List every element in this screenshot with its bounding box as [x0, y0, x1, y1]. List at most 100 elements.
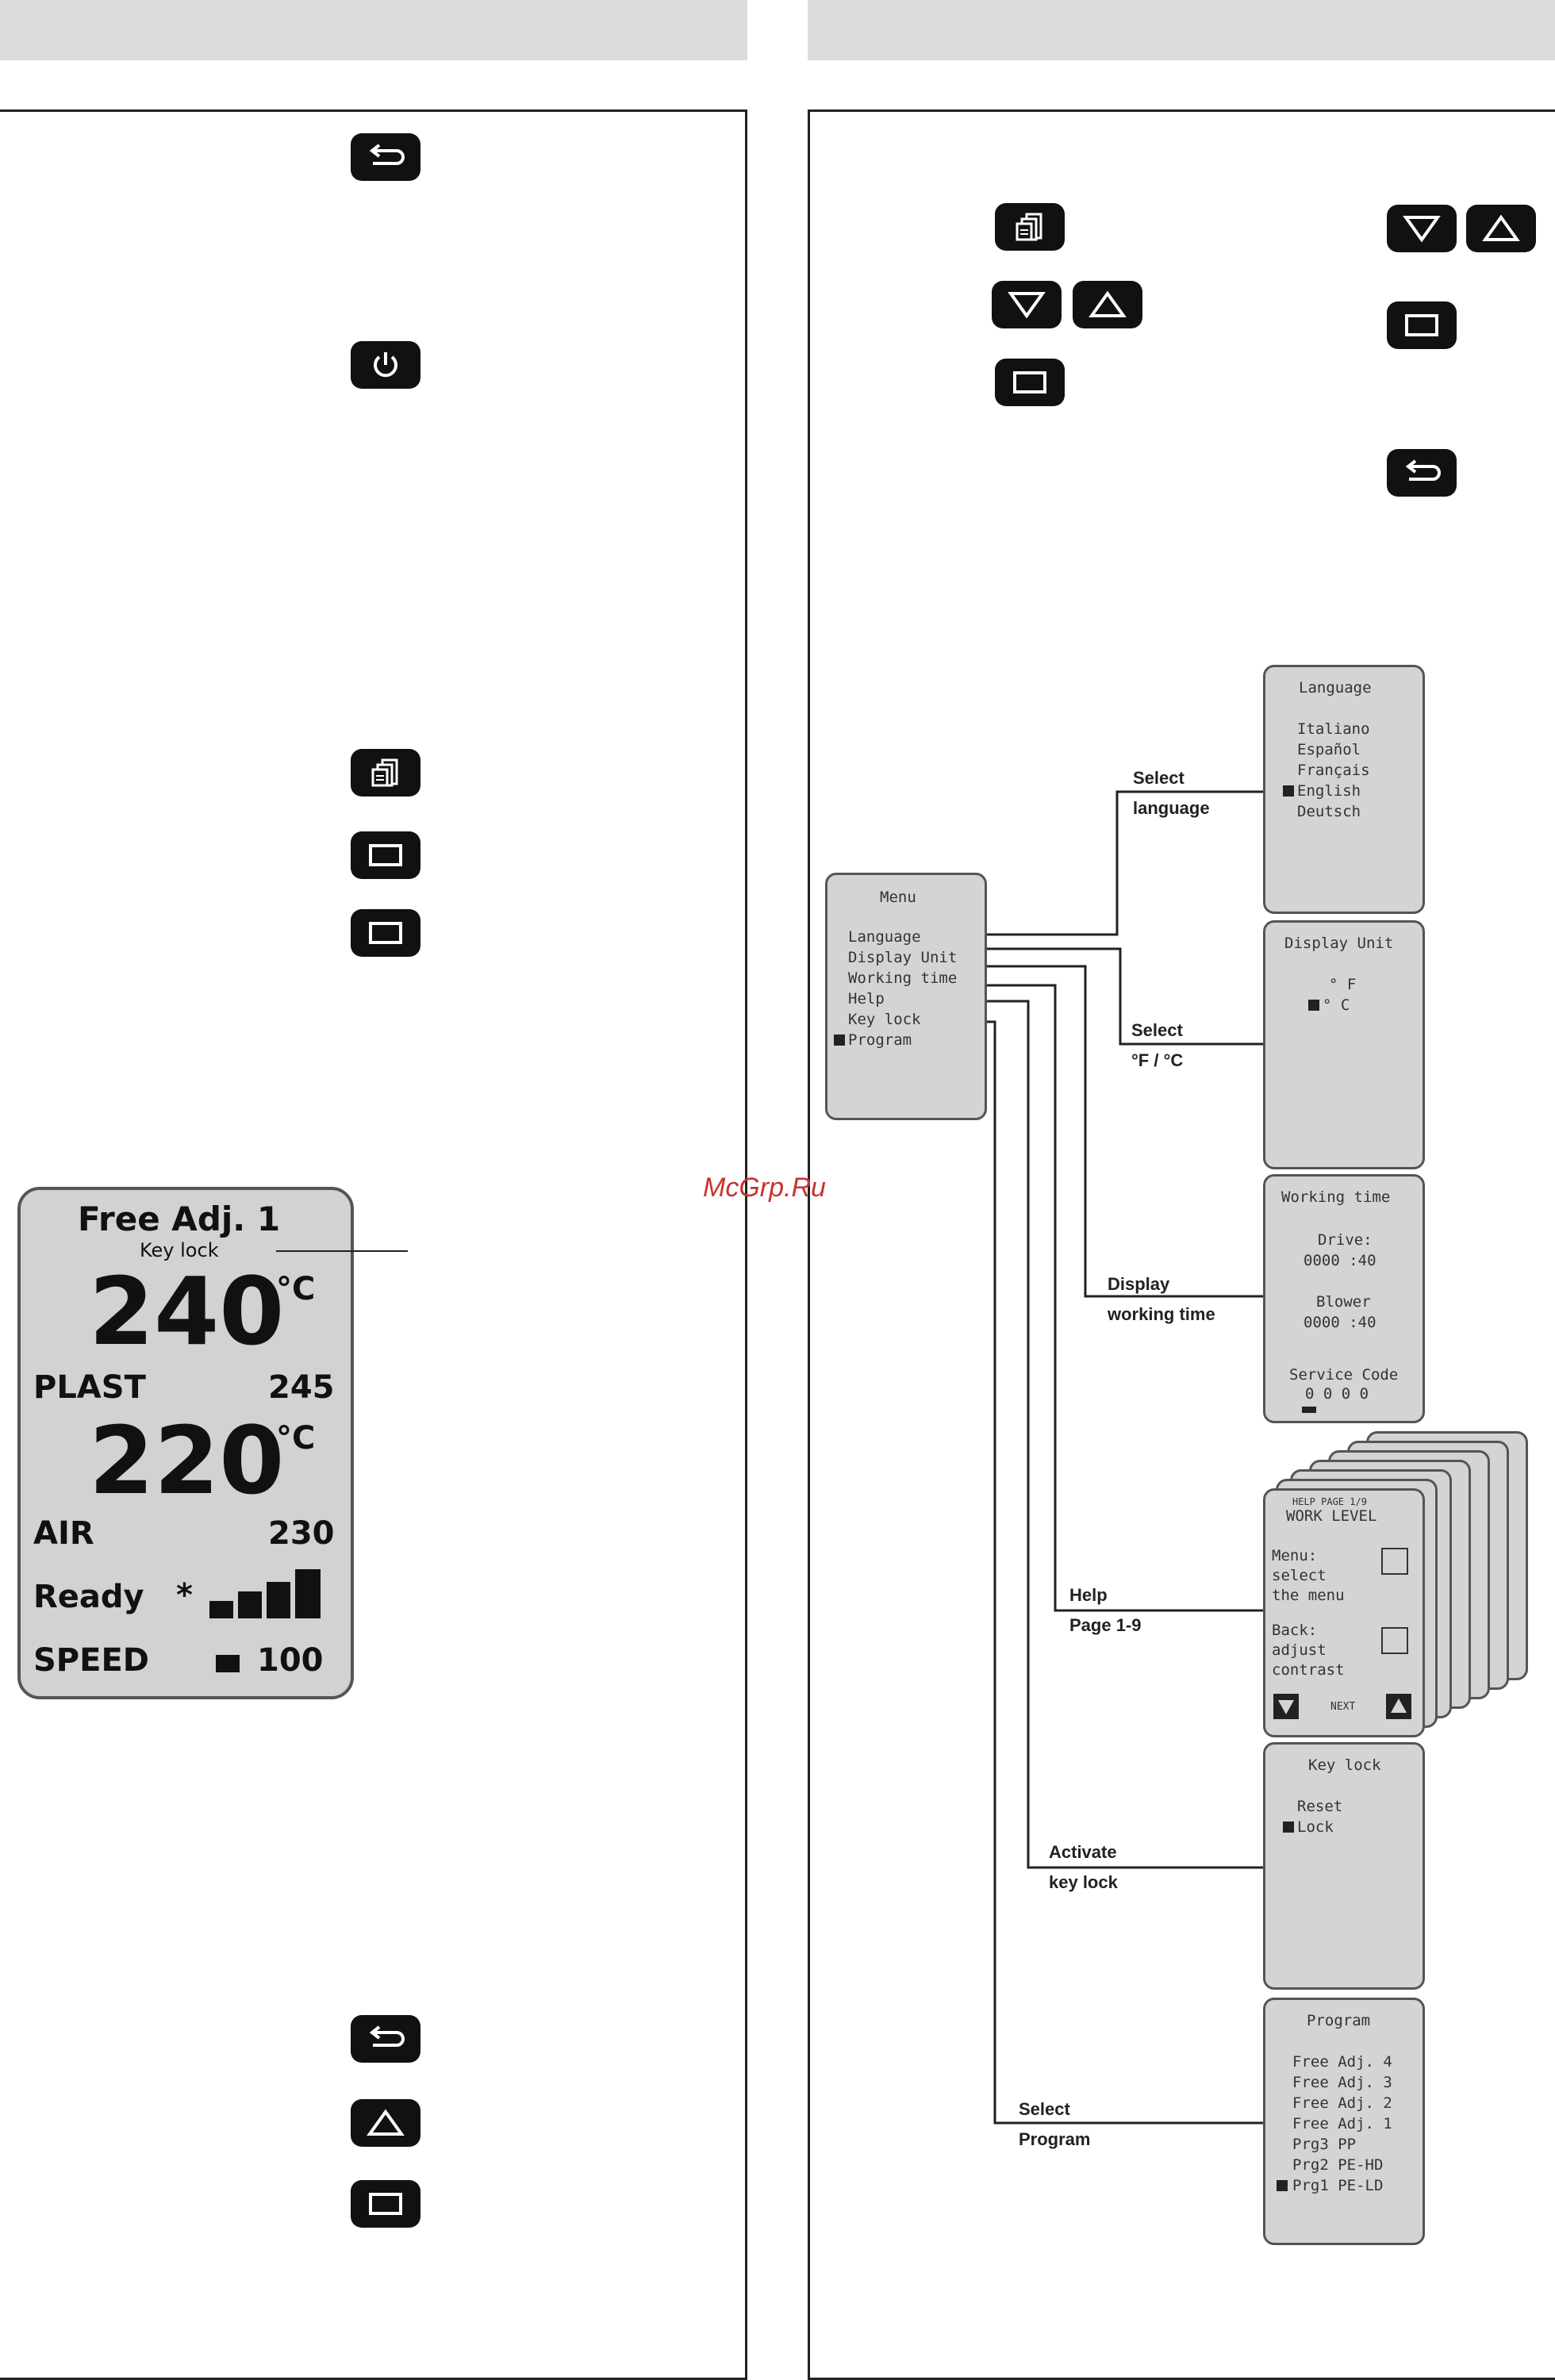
drive-value: 0000 :40 — [1304, 1252, 1376, 1269]
air-label: AIR — [33, 1515, 94, 1552]
menu-item-display-unit: Display Unit — [848, 949, 958, 966]
temperature-air: 220 — [89, 1406, 285, 1515]
language-item-espanol: Español — [1297, 741, 1361, 758]
key-lock-title: Key lock — [1308, 1756, 1381, 1774]
enter-rectangle-icon — [369, 2193, 402, 2215]
connector-label-key-lock: Activate key lock — [1049, 1842, 1118, 1892]
help-text-menu: Menu: select the menu — [1272, 1547, 1345, 1604]
key-lock-callout-line — [276, 1250, 408, 1252]
menu-pages-icon — [371, 758, 398, 787]
connector-label-help: Help Page 1-9 — [1069, 1585, 1142, 1635]
help-text-back: Back: adjust contrast — [1272, 1622, 1345, 1679]
header-bar-left — [0, 0, 747, 60]
service-code-value: 0 0 0 0 — [1305, 1385, 1369, 1403]
menu-key-right[interactable] — [995, 203, 1065, 251]
triangle-up-icon — [1386, 1694, 1411, 1719]
unit-item-celsius: ° C — [1323, 996, 1350, 1014]
up-key[interactable] — [351, 2099, 420, 2147]
sub-label: Key lock — [140, 1239, 219, 1261]
enter-key[interactable] — [351, 831, 420, 879]
enter-key-2-right[interactable] — [1387, 301, 1457, 349]
program-title: Program — [1307, 2012, 1371, 2029]
status-symbol: * — [176, 1577, 193, 1614]
menu-item-language: Language — [848, 928, 921, 946]
program-name: Free Adj. 1 — [78, 1200, 281, 1238]
back-arrow-icon — [369, 2025, 405, 2047]
menu-pages-icon — [1381, 1548, 1408, 1575]
blower-value: 0000 :40 — [1304, 1314, 1376, 1331]
connector-label-language: Select language — [1133, 768, 1210, 818]
key-lock-item-reset: Reset — [1297, 1798, 1343, 1815]
back-arrow-icon — [1381, 1627, 1408, 1654]
up-key-2[interactable] — [1466, 205, 1536, 252]
connector-help — [984, 984, 1265, 1612]
back-arrow-icon — [1405, 459, 1441, 481]
help-screen: HELP PAGE 1/9 WORK LEVEL Menu: select th… — [1263, 1488, 1425, 1737]
key-lock-screen: Key lock Reset Lock — [1263, 1742, 1425, 1990]
display-unit-screen: Display Unit ° F ° C — [1263, 920, 1425, 1169]
down-key[interactable] — [992, 281, 1062, 328]
triangle-down-icon — [1273, 1694, 1299, 1719]
program-item-free-adj-4: Free Adj. 4 — [1292, 2053, 1392, 2071]
selection-marker — [1283, 1821, 1294, 1833]
help-next-label: NEXT — [1330, 1701, 1356, 1713]
enter-rectangle-icon — [1405, 314, 1438, 336]
menu-item-working-time: Working time — [848, 969, 958, 987]
connector-key-lock — [984, 1000, 1265, 1869]
language-item-english: English — [1297, 782, 1361, 800]
drive-label: Drive: — [1318, 1231, 1373, 1249]
enter-key-bottom[interactable] — [351, 2180, 420, 2228]
up-key-right[interactable] — [1073, 281, 1142, 328]
lcd-display: Free Adj. 1 Key lock 240 °C PLAST 245 22… — [17, 1187, 354, 1699]
speed-marker — [216, 1655, 240, 1672]
language-item-deutsch: Deutsch — [1297, 803, 1361, 820]
connector-label-program: Select Program — [1019, 2099, 1091, 2149]
language-item-italiano: Italiano — [1297, 720, 1370, 738]
menu-item-help: Help — [848, 990, 885, 1008]
connector-working-time — [984, 965, 1265, 1298]
triangle-down-icon — [1008, 292, 1046, 319]
connector-language — [984, 790, 1265, 936]
key-lock-item-lock: Lock — [1297, 1818, 1334, 1836]
back-arrow-icon — [369, 144, 405, 165]
triangle-up-icon — [1088, 290, 1127, 317]
program-item-free-adj-3: Free Adj. 3 — [1292, 2074, 1392, 2091]
unit-celsius-1: °C — [276, 1271, 316, 1307]
program-item-free-adj-1: Free Adj. 1 — [1292, 2115, 1392, 2132]
working-time-title: Working time — [1281, 1188, 1391, 1206]
back-key-bottom[interactable] — [351, 2015, 420, 2063]
menu-pages-icon — [1016, 213, 1042, 241]
menu-screen: Menu Language Display Unit Working time … — [825, 873, 987, 1120]
language-screen: Language Italiano Español Français Engli… — [1263, 665, 1425, 914]
watermark: McGrp.Ru — [703, 1173, 826, 1203]
back-key[interactable] — [351, 133, 420, 181]
back-key-right[interactable] — [1387, 449, 1457, 497]
power-key[interactable] — [351, 341, 420, 389]
menu-title: Menu — [880, 889, 916, 906]
menu-item-program: Program — [848, 1031, 912, 1049]
plast-label: PLAST — [33, 1369, 146, 1406]
unit-celsius-2: °C — [276, 1420, 316, 1457]
program-item-prg2: Prg2 PE-HD — [1292, 2156, 1384, 2174]
language-item-francais: Français — [1297, 762, 1370, 779]
power-icon — [374, 352, 397, 378]
selection-marker — [1283, 785, 1294, 797]
cursor-marker — [1302, 1407, 1316, 1413]
selection-marker — [1308, 1000, 1319, 1011]
speed-label: SPEED — [33, 1642, 149, 1679]
display-unit-title: Display Unit — [1284, 935, 1394, 952]
temperature-main: 240 — [89, 1257, 285, 1366]
connector-label-working-time: Display working time — [1108, 1274, 1215, 1324]
working-time-screen: Working time Drive: 0000 :40 Blower 0000… — [1263, 1174, 1425, 1423]
unit-item-fahrenheit: ° F — [1329, 976, 1357, 993]
enter-rectangle-icon — [1013, 371, 1046, 393]
selection-marker — [1277, 2180, 1288, 2191]
enter-key-right[interactable] — [995, 359, 1065, 406]
help-page-label: HELP PAGE 1/9 — [1292, 1496, 1367, 1507]
connector-label-display-unit: Select °F / °C — [1131, 1020, 1184, 1070]
enter-key-2[interactable] — [351, 909, 420, 957]
menu-key[interactable] — [351, 749, 420, 797]
triangle-down-icon — [1403, 216, 1441, 243]
down-key-2[interactable] — [1387, 205, 1457, 252]
service-code-label: Service Code — [1289, 1366, 1399, 1384]
